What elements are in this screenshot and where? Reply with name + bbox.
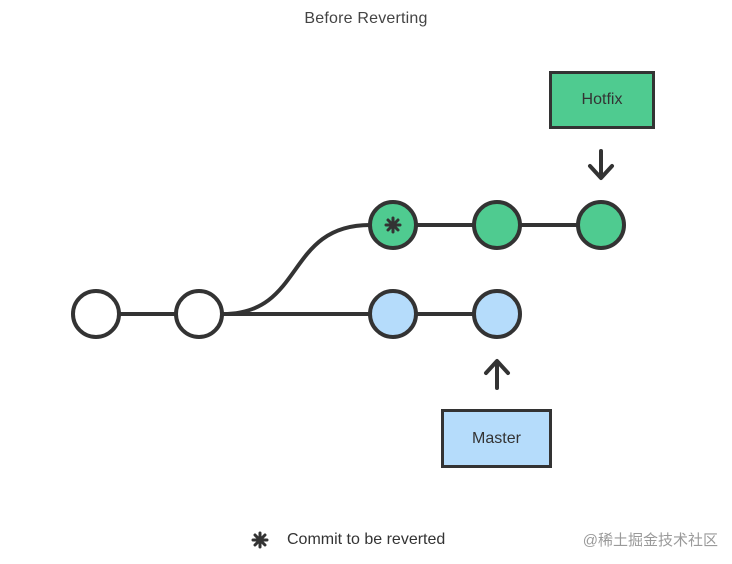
diagram-title: Before Reverting [304,10,428,27]
hotfix-label-text: Hotfix [581,91,623,108]
commit-node [174,289,224,339]
master-label-text: Master [472,429,521,447]
master-commit-node [368,289,418,339]
commit-node [71,289,121,339]
edge-branch-curve [222,223,371,316]
asterisk-icon [251,531,269,549]
watermark: @稀土掘金技术社区 [582,532,718,549]
hotfix-commit-node [576,200,626,250]
legend: Commit to be reverted [250,530,445,550]
master-label: Master [441,409,552,468]
hotfix-arrow-down-icon [588,149,614,180]
hotfix-commit-node [472,200,522,250]
master-arrow-up-icon [484,359,510,390]
hotfix-label: Hotfix [549,71,655,129]
legend-text: Commit to be reverted [287,531,446,548]
master-commit-node [472,289,522,339]
asterisk-icon [384,216,402,234]
